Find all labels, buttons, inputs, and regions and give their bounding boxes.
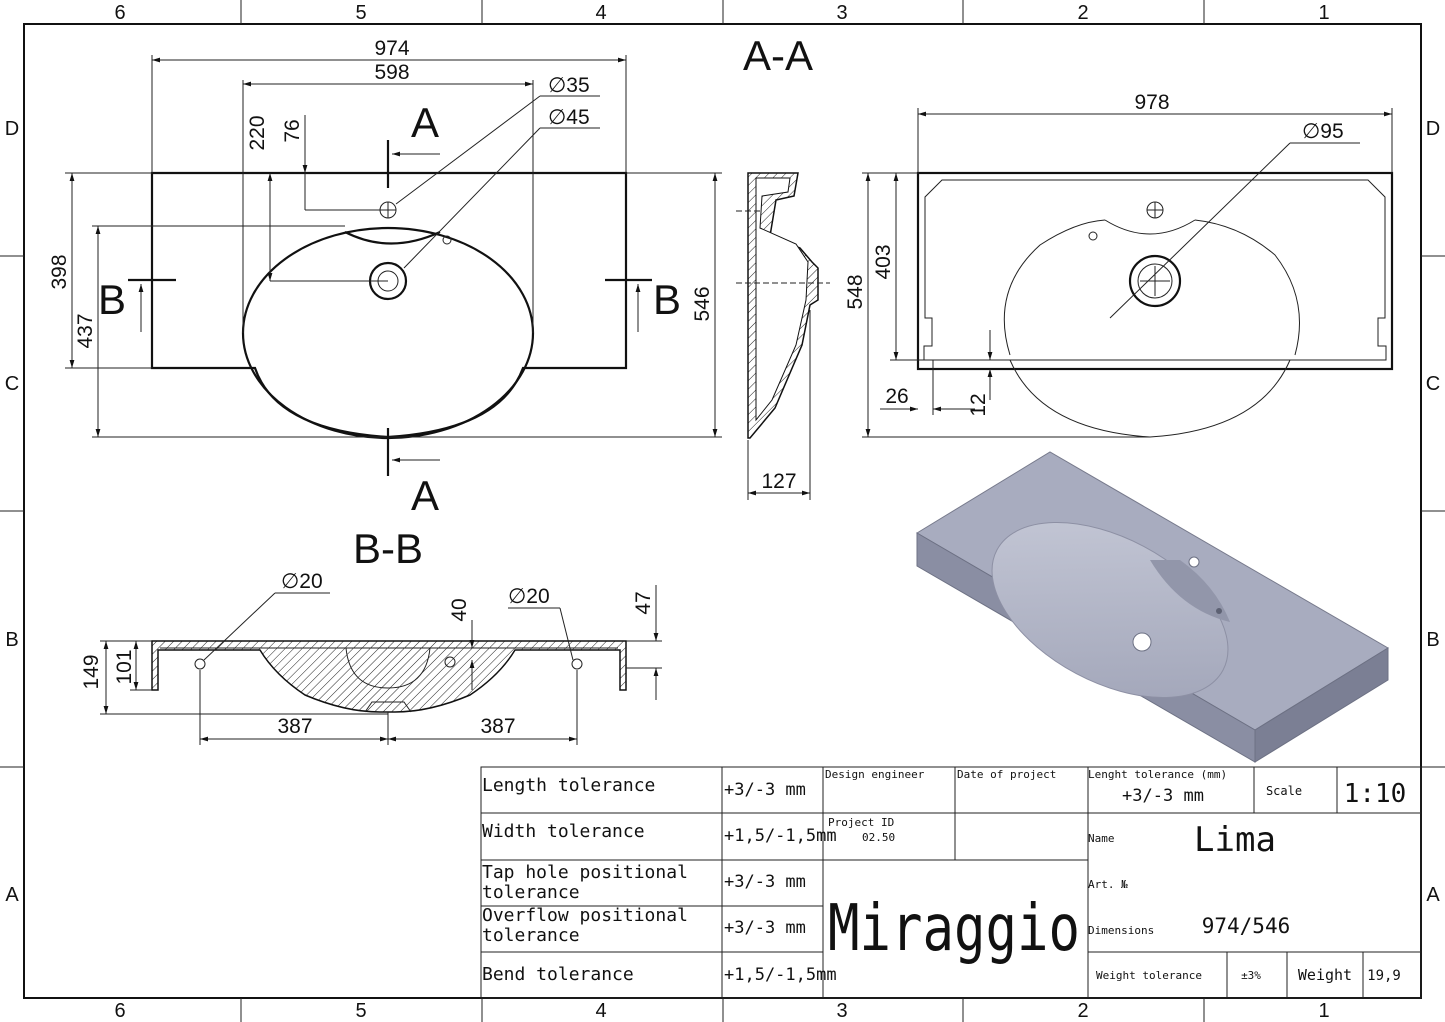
dim-398: 398	[48, 254, 71, 289]
zone-left-b: B	[5, 629, 18, 651]
cut-label-a-bottom: A	[411, 472, 439, 519]
project-id-label: Project ID	[828, 816, 894, 829]
cut-label-b-left: B	[98, 276, 126, 323]
top-view: A A B B 974 598 ∅35 ∅45 220 76 398 437 5…	[48, 37, 722, 519]
weight-value: 19,9	[1367, 968, 1401, 984]
zone-bottom-2: 2	[1077, 1000, 1088, 1022]
length-tolerance-label: Lenght tolerance (mm)	[1088, 768, 1227, 781]
tol-value-tap-hole: +3/-3 mm	[724, 872, 806, 892]
isometric-render	[916, 451, 1389, 763]
zone-left-c: C	[5, 373, 19, 395]
section-aa-view: A-A 127	[736, 32, 830, 500]
zone-bottom-1: 1	[1318, 1000, 1329, 1022]
dim-bowl-width: 598	[374, 61, 409, 84]
name-label: Name	[1088, 832, 1115, 845]
zone-left-d: D	[5, 118, 19, 140]
zone-right-a: A	[1426, 884, 1440, 906]
tol-label-tap-hole-2: tolerance	[482, 882, 580, 903]
bottom-view: 978 ∅95 403 548 26 12	[844, 91, 1394, 438]
tol-label-width: Width tolerance	[482, 821, 645, 842]
zone-top-6: 6	[114, 2, 125, 24]
tol-value-bend: +1,5/-1,5mm	[724, 965, 837, 985]
design-engineer-label: Design engineer	[825, 768, 925, 781]
dim-40: 40	[448, 598, 471, 621]
brand-logo: Miraggio	[828, 892, 1080, 966]
dim-149: 149	[80, 654, 103, 689]
dim-47: 47	[632, 591, 655, 614]
dimensions-label: Dimensions	[1088, 924, 1154, 937]
weight-tolerance-value: ±3%	[1241, 969, 1261, 982]
zone-right-b: B	[1426, 629, 1439, 651]
zone-right-c: C	[1426, 373, 1440, 395]
zone-top-1: 1	[1318, 2, 1329, 24]
dim-26: 26	[885, 385, 908, 408]
zone-bottom-4: 4	[595, 1000, 606, 1022]
cut-label-b-right: B	[653, 276, 681, 323]
dim-12: 12	[967, 393, 990, 416]
dim-drain: ∅45	[548, 106, 590, 129]
tol-label-overflow-1: Overflow positional	[482, 905, 688, 926]
length-tolerance-value: +3/-3 mm	[1122, 786, 1204, 806]
dim-437: 437	[74, 313, 97, 348]
dim-half-left: 387	[277, 715, 312, 738]
dim-bottom-width: 978	[1134, 91, 1169, 114]
dim-76: 76	[281, 119, 304, 142]
dim-half-right: 387	[480, 715, 515, 738]
dim-bottom-drain: ∅95	[1302, 120, 1344, 143]
section-aa-title: A-A	[743, 32, 813, 79]
dim-548: 548	[844, 274, 867, 309]
tol-label-length: Length tolerance	[482, 775, 655, 796]
cut-label-a-top: A	[411, 99, 439, 146]
dim-depth: 546	[691, 286, 714, 321]
date-label: Date of project	[957, 768, 1056, 781]
tol-label-overflow-2: tolerance	[482, 925, 580, 946]
zone-top-2: 2	[1077, 2, 1088, 24]
product-name: Lima	[1194, 820, 1276, 860]
art-label: Art. №	[1088, 878, 1128, 891]
zone-bottom-6: 6	[114, 1000, 125, 1022]
dim-overflow-left: ∅20	[281, 570, 323, 593]
zone-bottom-3: 3	[836, 1000, 847, 1022]
dim-101: 101	[113, 649, 136, 684]
dimensions-value: 974/546	[1202, 914, 1291, 938]
weight-tolerance-label: Weight tolerance	[1096, 969, 1202, 982]
zone-top-3: 3	[836, 2, 847, 24]
dim-height: 127	[761, 470, 796, 493]
zone-top-5: 5	[355, 2, 366, 24]
weight-label: Weight	[1298, 966, 1352, 984]
tol-value-overflow: +3/-3 mm	[724, 918, 806, 938]
dim-overflow-right: ∅20	[508, 585, 550, 608]
zone-right-d: D	[1426, 118, 1440, 140]
zone-top-4: 4	[595, 2, 606, 24]
scale-value: 1:10	[1344, 779, 1407, 809]
tol-value-length: +3/-3 mm	[724, 780, 806, 800]
title-block: Length tolerance +3/-3 mm Width toleranc…	[480, 766, 1422, 999]
scale-label: Scale	[1266, 784, 1302, 798]
tol-label-bend: Bend tolerance	[482, 964, 634, 985]
dim-overall-width: 974	[374, 37, 409, 60]
dim-tap-hole: ∅35	[548, 74, 590, 97]
section-bb-title: B-B	[353, 525, 423, 572]
project-id: 02.50	[862, 831, 895, 844]
tol-label-tap-hole-1: Tap hole positional	[482, 862, 688, 883]
dim-403: 403	[872, 244, 895, 279]
dim-220: 220	[246, 115, 269, 150]
section-bb-view: B-B ∅20 ∅20 40 47 149 101	[80, 525, 662, 745]
zone-bottom-5: 5	[355, 1000, 366, 1022]
zone-left-a: A	[5, 884, 19, 906]
tol-value-width: +1,5/-1,5mm	[724, 826, 837, 846]
